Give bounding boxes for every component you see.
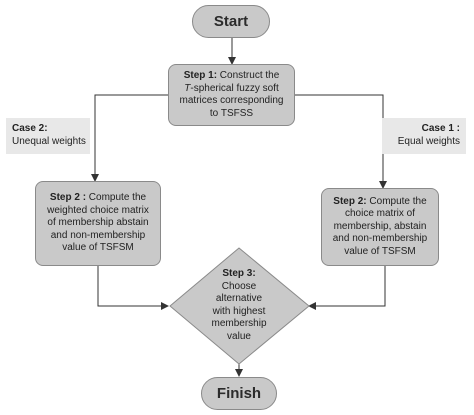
start-node: Start [192,5,270,38]
step2-right-title: Step 2: [333,195,367,207]
case-right-text: Equal weights [397,136,460,147]
arrow-step1-to-step2-left [91,94,168,182]
step3-line-6: value [227,330,251,342]
case-left-title: Case 2: [12,123,48,134]
case-left-label: Case 2: Unequal weights [6,118,90,154]
step1-line-2: T-spherical fuzzy soft [184,82,279,94]
step2-left-line-4: and non-membership [50,229,146,241]
finish-node: Finish [201,377,277,410]
arrow-step1-to-step2-right [295,94,387,189]
case-left-text: Unequal weights [12,136,86,147]
step3-line-4: with highest [212,305,266,317]
step2-right-line-5: value of TSFSM [344,245,416,257]
arrow-step2-right-to-step3 [308,266,386,310]
step3-line-3: alternative [215,293,263,304]
step3-diamond-shape [169,247,310,365]
case-right-label: Case 1 : Equal weights [382,118,466,154]
step1-line-4: to TSFSS [209,107,254,119]
step2-right-line-3: membership, abstain [333,220,427,232]
step2-left-node: Step 2 : Compute the weighted choice mat… [35,181,161,266]
step2-right-line-4: and non-membership [332,233,428,245]
step1-line-1: Step 1: Construct the [183,70,280,81]
step2-right-line-2: choice matrix of [344,208,416,220]
step1-line-3: matrices corresponding [179,95,284,106]
step3-node: Step 3: Choose alternative with highest … [200,268,278,343]
step2-left-line-5: value of TSFSM [62,242,134,254]
step2-left-line-1: Step 2 : Compute the [49,192,147,204]
step2-left-line-3: of membership abstain [47,217,149,229]
step1-node: Step 1: Construct the T-spherical fuzzy … [168,64,295,126]
arrow-step2-left-to-step3 [97,266,169,310]
case-right-title: Case 1 : [421,123,460,134]
start-label: Start [213,13,249,30]
step3-line-5: membership [211,318,267,329]
step2-left-line-2: weighted choice matrix [47,204,149,216]
step2-right-node: Step 2: Compute the choice matrix of mem… [321,188,439,266]
step3-line-2: Choose [221,280,257,292]
step3-title: Step 3: [222,268,256,279]
finish-label: Finish [216,385,262,402]
step2-right-line-1: Step 2: Compute the [333,195,427,207]
step1-title: Step 1: [183,70,218,81]
step2-left-title: Step 2 : [49,192,87,204]
